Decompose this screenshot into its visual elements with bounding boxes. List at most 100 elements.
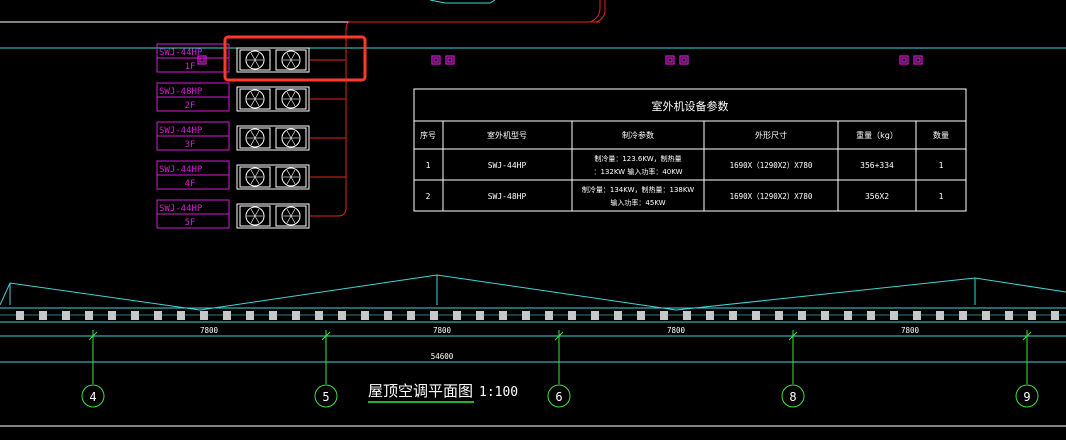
gutter-bracket	[39, 311, 47, 320]
unit-model-label: SWJ-44HP	[159, 204, 203, 214]
fan-blade	[254, 208, 260, 217]
gutter-bracket	[338, 311, 346, 320]
gutter-bracket	[16, 311, 24, 320]
gutter-bracket	[614, 311, 622, 320]
fan-housing	[275, 166, 307, 188]
gutter-bracket	[591, 311, 599, 320]
fan-blade	[290, 137, 296, 146]
span-dim-3: 7800	[667, 326, 686, 335]
outdoor-unit[interactable]	[236, 47, 310, 73]
fan-icon	[281, 89, 301, 109]
fan-blade	[290, 52, 296, 61]
gutter-bracket	[660, 311, 668, 320]
gutter-bracket	[545, 311, 553, 320]
outdoor-unit[interactable]	[236, 203, 310, 229]
fan-housing	[239, 166, 271, 188]
gutter-bracket	[752, 311, 760, 320]
gutter-bracket	[131, 311, 139, 320]
fan-blade	[250, 215, 256, 224]
header-model: 室外机型号	[487, 130, 527, 140]
fan-blade	[250, 98, 256, 107]
unit-floor-label: 4F	[185, 179, 196, 189]
gutter-bracket	[798, 311, 806, 320]
fan-blade	[254, 169, 260, 178]
row2-no: 2	[426, 192, 431, 201]
fan-blade	[254, 91, 260, 100]
gutter-bracket	[85, 311, 93, 320]
outdoor-unit[interactable]	[236, 125, 310, 151]
fan-icon	[281, 206, 301, 226]
outdoor-unit[interactable]	[236, 164, 310, 190]
gutter-bracket	[729, 311, 737, 320]
fan-housing	[275, 127, 307, 149]
fan-blade	[250, 52, 256, 61]
gutter-bracket	[568, 311, 576, 320]
fan-icon	[281, 167, 301, 187]
row1-qty: 1	[939, 161, 944, 170]
gutter-bracket	[499, 311, 507, 320]
header-qty: 数量	[933, 130, 949, 140]
fan-blade	[286, 91, 292, 100]
unit-model-label: SWJ-44HP	[159, 126, 203, 136]
row1-no: 1	[426, 161, 431, 170]
fan-blade	[286, 137, 292, 146]
fan-blade	[286, 169, 292, 178]
row1-size: 1690X（1290X2）X780	[730, 161, 813, 170]
fan-blade	[250, 137, 256, 146]
fan-blade	[290, 98, 296, 107]
unit-floor-label: 3F	[185, 140, 196, 150]
grid-axis-labels: 4 5 6 8 9	[89, 390, 1030, 404]
gutter-bracket	[959, 311, 967, 320]
row2-params-1: 制冷量：134KW，制热量：138KW	[582, 185, 694, 194]
row1-params-1: 制冷量：123.6KW，制热量	[594, 154, 681, 163]
gutter-bracket	[775, 311, 783, 320]
highlight-box[interactable]	[223, 35, 367, 82]
row2-weight: 356X2	[865, 192, 889, 201]
total-dim: 54600	[431, 352, 454, 361]
fan-housing	[239, 127, 271, 149]
gutter-bracket	[867, 311, 875, 320]
gutter-bracket	[108, 311, 116, 320]
gutter-bracket	[476, 311, 484, 320]
fan-blade	[286, 215, 292, 224]
outdoor-unit[interactable]	[236, 86, 310, 112]
row2-qty: 1	[939, 192, 944, 201]
fan-blade	[286, 52, 292, 61]
gutter-bracket	[384, 311, 392, 320]
fan-housing	[239, 88, 271, 110]
top-edge-fragments	[0, 0, 606, 23]
fan-blade	[254, 137, 260, 146]
fan-blade	[254, 98, 260, 107]
fan-housing	[275, 88, 307, 110]
gutter-bracket	[269, 311, 277, 320]
fan-blade	[254, 52, 260, 61]
fan-blade	[254, 59, 260, 68]
fan-icon	[281, 128, 301, 148]
fan-icon	[245, 50, 265, 70]
unit-label: SWJ-44HP 3F	[156, 121, 230, 151]
gutter-bracket	[1028, 311, 1036, 320]
gutter-bracket	[637, 311, 645, 320]
fan-icon	[245, 89, 265, 109]
roof-truss	[0, 274, 1066, 323]
fan-icon	[245, 128, 265, 148]
gutter-bracket	[200, 311, 208, 320]
gutter-bracket	[913, 311, 921, 320]
gutter-bracket	[1005, 311, 1013, 320]
row1-model: SWJ-44HP	[488, 161, 527, 170]
drawing-scale: 1:100	[479, 385, 518, 400]
fan-housing	[239, 205, 271, 227]
gutter-bracket	[982, 311, 990, 320]
fan-housing	[239, 49, 271, 71]
fan-blade	[286, 208, 292, 217]
grid-axes	[81, 384, 1039, 408]
unit-floor-label: 2F	[185, 101, 196, 111]
fan-blade	[290, 215, 296, 224]
fan-blade	[254, 130, 260, 139]
axis-label-8: 8	[789, 390, 796, 404]
fan-housing	[275, 205, 307, 227]
